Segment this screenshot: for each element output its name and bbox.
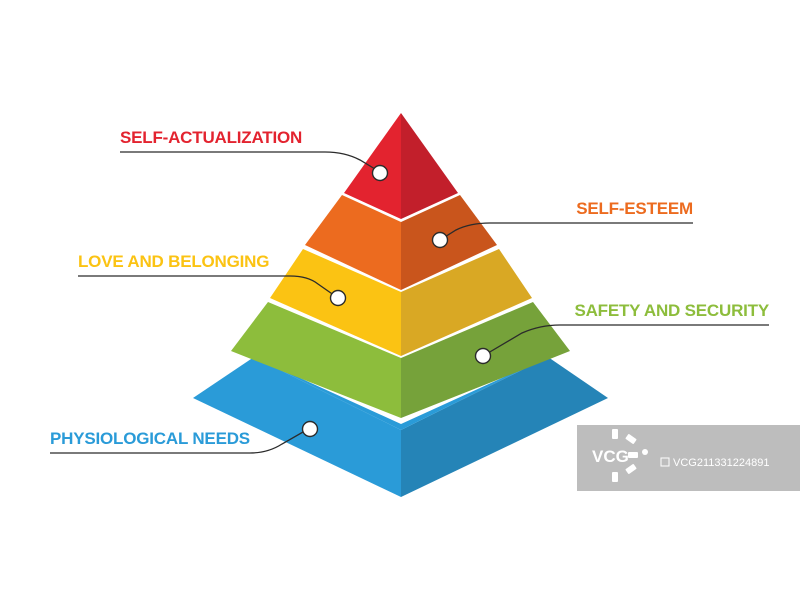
level-love-right-face [401, 249, 532, 356]
label-self-esteem: SELF-ESTEEM [576, 199, 693, 218]
leader-self-esteem [439, 222, 693, 241]
label-love: LOVE AND BELONGING [78, 252, 269, 271]
label-safety: SAFETY AND SECURITY [574, 301, 769, 320]
level-self-esteem-right-face [401, 195, 497, 290]
vcg-logo-icon [612, 429, 648, 482]
level-safety-left-face [231, 302, 401, 418]
marker-safety [474, 347, 492, 365]
level-self-actualization [344, 113, 458, 219]
watermark: VCG VCG211331224891 [577, 425, 800, 491]
marker-physiological [301, 420, 319, 438]
watermark-brand: VCG [592, 447, 629, 466]
marker-self-actualization [371, 164, 389, 182]
watermark-id-box [660, 457, 670, 467]
level-physiological-right-face [401, 357, 608, 497]
watermark-id: VCG211331224891 [673, 457, 769, 469]
marker-love [329, 289, 347, 307]
label-self-actualization: SELF-ACTUALIZATION [120, 128, 302, 147]
level-self-actualization-right-face [401, 113, 458, 219]
leader-self-actualization [120, 151, 381, 173]
level-self-actualization-left-face [344, 113, 401, 219]
leader-safety [482, 324, 769, 357]
level-physiological [193, 357, 608, 497]
leader-physiological [50, 427, 311, 454]
marker-self-esteem [431, 231, 449, 249]
level-self-esteem-left-face [305, 195, 401, 290]
level-self-esteem [305, 195, 497, 290]
level-physiological-left-face [193, 357, 401, 497]
leader-love [78, 275, 339, 299]
label-physiological: PHYSIOLOGICAL NEEDS [50, 429, 250, 448]
